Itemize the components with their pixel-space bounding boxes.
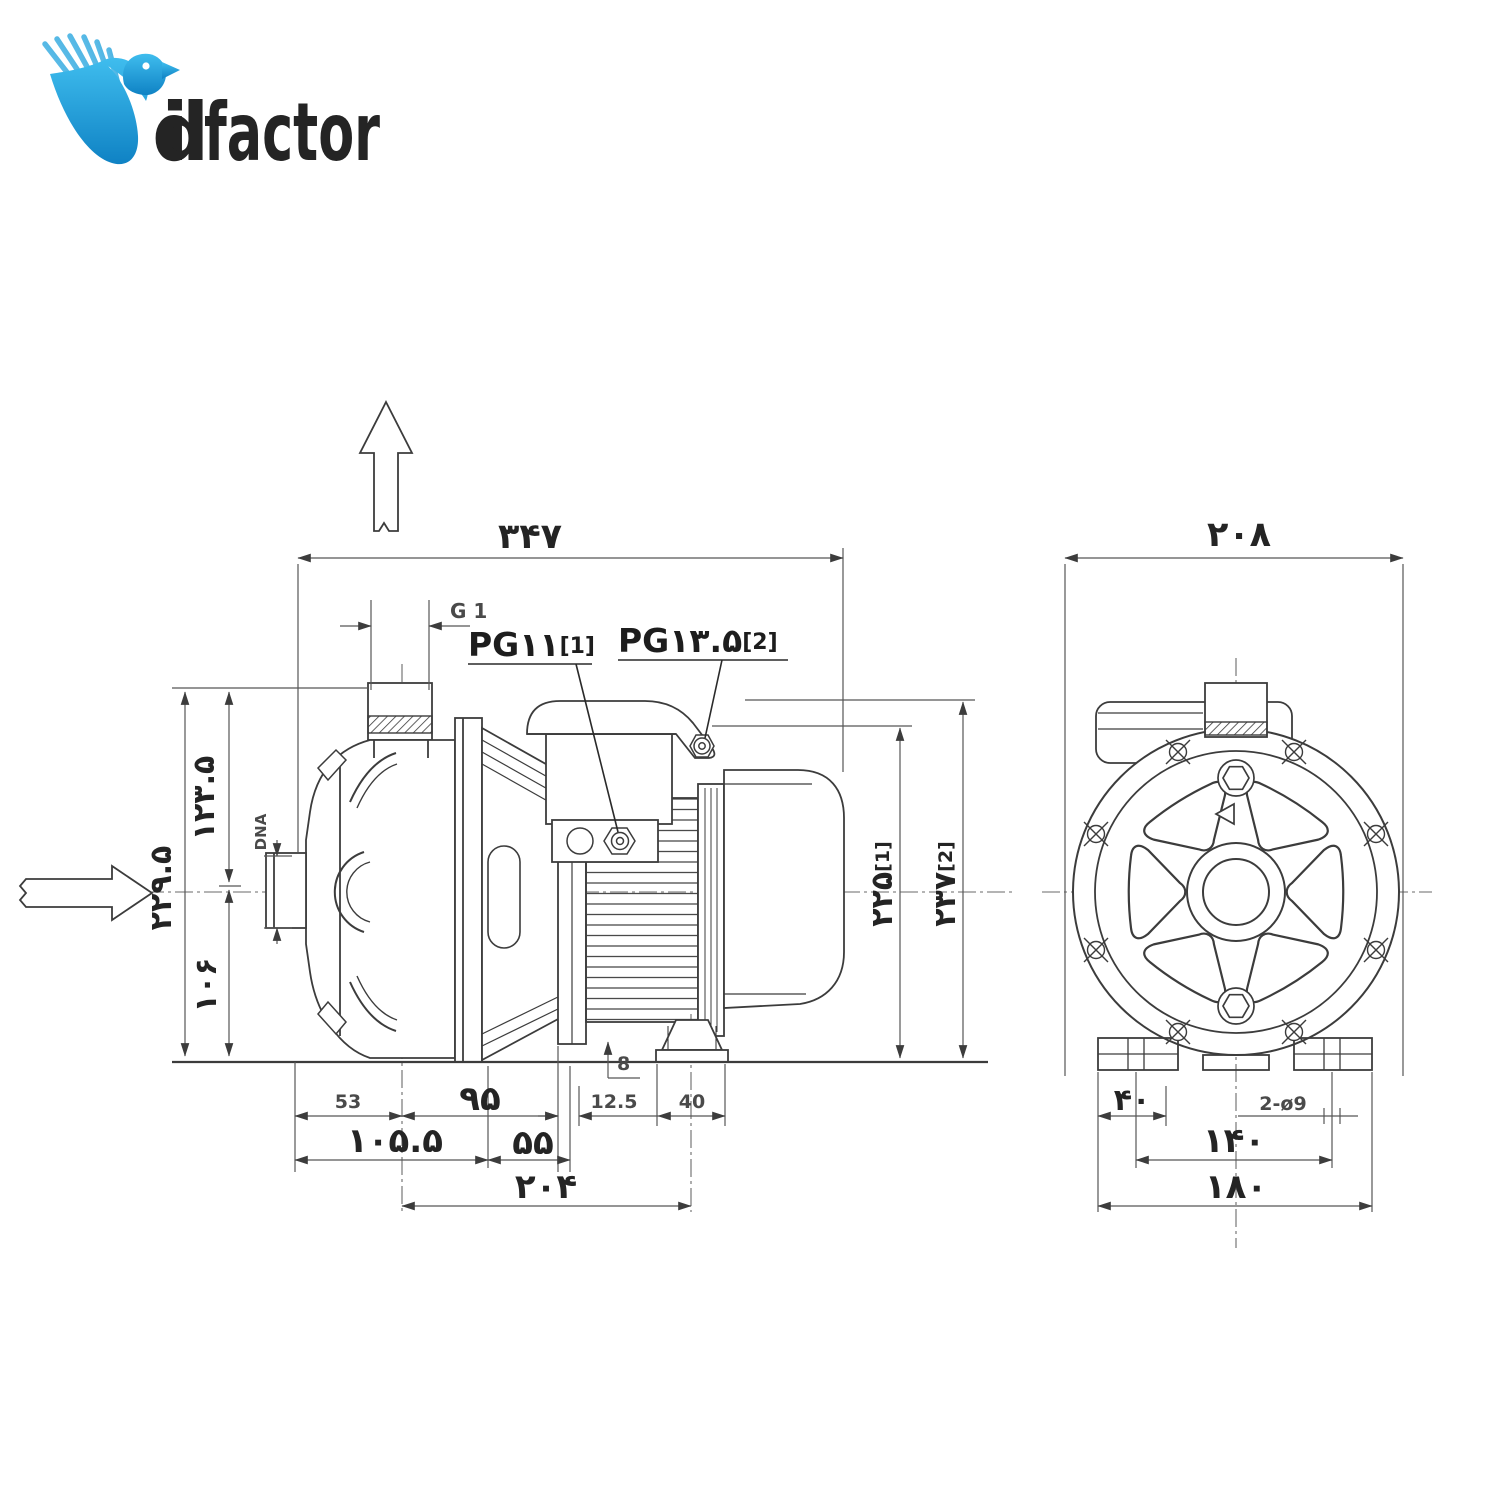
dimension-labels: ۳۴۷ ۲۰۸ G 1 PG۱۱[1] PG۱۳.۵[2] ۲۲۹.۵ ۱۲۳.… — [144, 515, 1307, 1207]
dim-237: ۲۳۷[2] — [928, 841, 963, 927]
dim-1055: ۱۰۵.۵ — [347, 1121, 443, 1161]
dim-dna: DNA — [252, 813, 270, 850]
discharge-flow-arrow-icon — [358, 400, 414, 532]
dim-125: 12.5 — [591, 1091, 638, 1113]
dim-204: ۲۰۴ — [515, 1167, 577, 1207]
casing-bolt-top — [316, 748, 348, 782]
cable-gland-1 — [603, 827, 636, 855]
dim-pg11: PG۱۱[1] — [468, 625, 595, 664]
dimension-lines — [172, 548, 1404, 1212]
dim-8: 8 — [617, 1053, 630, 1075]
dim-53: 53 — [335, 1091, 361, 1113]
dim-225: ۲۲۵[1] — [865, 841, 900, 927]
discharge-pipe — [367, 682, 433, 741]
bird-icon — [42, 33, 180, 165]
dim-208: ۲۰۸ — [1207, 515, 1271, 555]
dim-347: ۳۴۷ — [498, 517, 562, 557]
dim-140: ۱۴۰ — [1203, 1121, 1265, 1161]
vidfactor-logo: id factor — [42, 33, 380, 179]
motor-foot — [655, 1019, 729, 1063]
pump-casing — [265, 739, 456, 1059]
front-flange-inner — [1094, 750, 1378, 1034]
dim-40: 40 — [679, 1091, 705, 1113]
dim-2295: ۲۲۹.۵ — [144, 846, 179, 931]
fan-cover — [723, 769, 845, 1009]
terminal-box — [526, 700, 716, 863]
dim-g1: G 1 — [450, 599, 487, 623]
suction-flow-arrow-icon — [18, 864, 154, 922]
dim-180: ۱۸۰ — [1205, 1167, 1267, 1207]
dim-106: ۱۰۶ — [189, 958, 224, 1013]
front-feet — [1097, 1037, 1373, 1071]
pipe-thread-hatch — [367, 715, 433, 734]
side-view — [18, 400, 988, 1064]
pg135-leader — [704, 659, 723, 739]
dim-f40: ۴۰ — [1114, 1083, 1151, 1118]
dim-95: ۹۵ — [459, 1079, 501, 1119]
dim-1235: ۱۲۳.۵ — [187, 756, 222, 841]
lantern-bracket — [481, 726, 561, 1062]
suction-stub — [265, 852, 307, 929]
index-triangle — [1214, 802, 1235, 826]
logo-text-factor: factor — [204, 86, 380, 179]
logo-text-id: id — [152, 86, 209, 179]
front-view — [1072, 682, 1400, 1071]
dim-holes: 2-ø9 — [1259, 1093, 1306, 1115]
front-discharge-pipe — [1204, 682, 1268, 738]
casing-bolt-bottom — [317, 1000, 347, 1036]
suction-eye-inner — [1202, 858, 1270, 926]
suction-eye-outer — [1186, 842, 1286, 942]
cable-gland-2 — [689, 734, 715, 758]
pg11-leader — [575, 663, 619, 833]
dim-55: ۵۵ — [512, 1123, 554, 1163]
dim-pg135: PG۱۳.۵[2] — [618, 621, 778, 660]
motor-body — [557, 769, 845, 1045]
